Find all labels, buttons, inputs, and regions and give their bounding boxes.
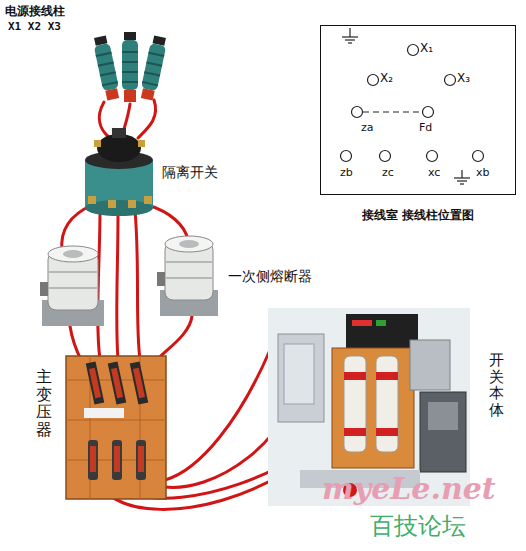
component-label-vertical: 主变压器 (36, 368, 52, 438)
terminal-title: 电源接线柱 (5, 3, 65, 20)
terminal-chamber-box: 接线室 接线柱位置图 (320, 25, 516, 228)
terminal-pin: X₁ (420, 41, 433, 55)
terminal-pin: zc (382, 166, 394, 179)
component-label-vertical: 开关本体 (489, 352, 504, 418)
terminal-ids: X1 X2 X3 (8, 20, 61, 33)
terminal-pin: za (361, 121, 374, 134)
terminal-pin: xc (428, 166, 440, 179)
watermark: myeLe.net (322, 471, 496, 506)
terminal-pin: X₂ (380, 71, 393, 85)
watermark: 百技论坛 (370, 510, 466, 542)
terminal-pin: Fd (419, 121, 432, 134)
component-label: 隔离开关 (162, 164, 218, 182)
terminal-pin: zb (340, 166, 353, 179)
terminal-pin: xb (476, 166, 490, 179)
terminal-pin: X₃ (457, 71, 470, 85)
box-caption: 接线室 接线柱位置图 (362, 207, 474, 224)
component-label: 一次侧熔断器 (228, 268, 312, 286)
